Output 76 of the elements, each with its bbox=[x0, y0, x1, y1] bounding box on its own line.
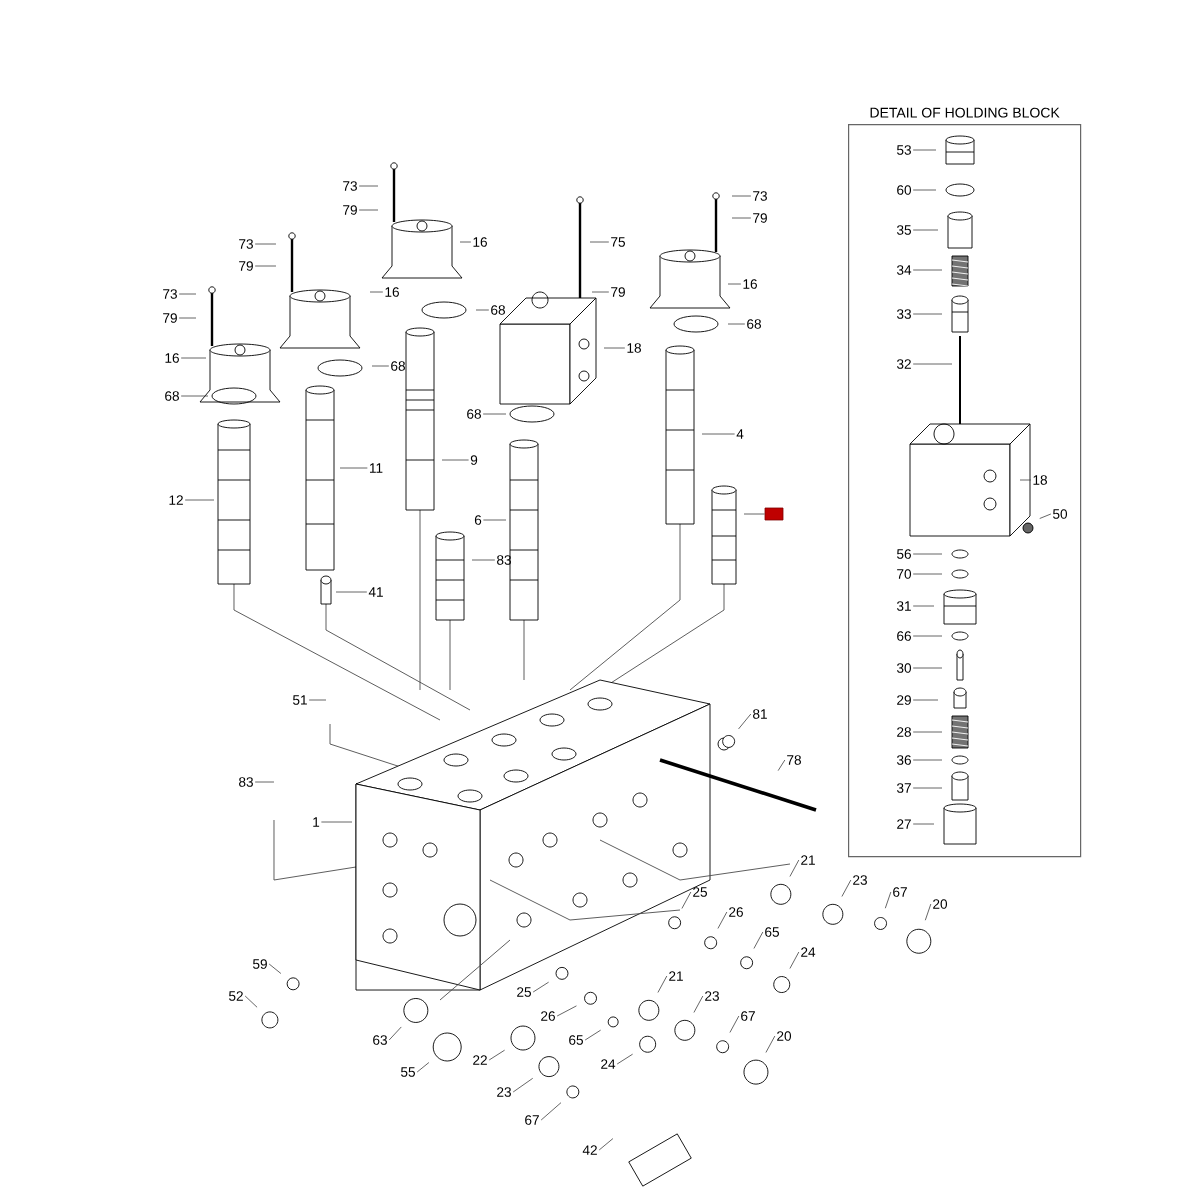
leader-line bbox=[738, 713, 752, 730]
leader-line bbox=[532, 981, 550, 993]
leader-line bbox=[416, 1062, 430, 1073]
leader-line bbox=[598, 1138, 614, 1151]
leader-line bbox=[753, 931, 764, 949]
leader-line bbox=[244, 995, 258, 1008]
leader-line bbox=[912, 269, 943, 271]
leader-line bbox=[591, 291, 610, 293]
leader-line bbox=[912, 731, 943, 733]
leader-line bbox=[731, 195, 752, 197]
leader-line bbox=[512, 1077, 534, 1093]
leader-line bbox=[912, 363, 953, 365]
leader-line bbox=[268, 963, 282, 974]
leader-line bbox=[789, 951, 800, 969]
leader-line bbox=[912, 573, 943, 575]
leader-line bbox=[540, 1102, 562, 1121]
leader-line bbox=[924, 903, 932, 921]
leader-line bbox=[657, 975, 668, 993]
leader-line bbox=[254, 243, 277, 245]
leader-line bbox=[358, 209, 379, 211]
highlight-marker bbox=[764, 507, 784, 521]
leader-line bbox=[589, 241, 610, 243]
leader-line bbox=[184, 499, 215, 501]
leader-line bbox=[369, 291, 384, 293]
leader-line bbox=[388, 1026, 402, 1041]
leader-line bbox=[556, 1005, 577, 1017]
leader-line bbox=[681, 891, 692, 909]
leader-line bbox=[358, 185, 379, 187]
leader-line bbox=[471, 559, 496, 561]
leader-line bbox=[1019, 479, 1032, 481]
leader-line bbox=[488, 1049, 506, 1061]
leader-line bbox=[841, 879, 852, 897]
leader-line bbox=[727, 323, 746, 325]
leader-line bbox=[731, 217, 752, 219]
leader-line bbox=[912, 229, 939, 231]
leader-line bbox=[727, 283, 742, 285]
leader-line bbox=[584, 1029, 602, 1041]
leader-line bbox=[1039, 513, 1052, 519]
leader-line bbox=[717, 911, 728, 929]
leader-line bbox=[459, 241, 472, 243]
leader-line bbox=[339, 467, 368, 469]
leader-line bbox=[180, 357, 207, 359]
leader-line bbox=[912, 189, 937, 191]
leader-line bbox=[180, 395, 209, 397]
leader-line bbox=[701, 433, 736, 435]
leader-line bbox=[371, 365, 390, 367]
leader-line bbox=[178, 317, 197, 319]
leader-line bbox=[616, 1053, 634, 1065]
leader-line bbox=[912, 823, 935, 825]
leader-line bbox=[777, 759, 786, 772]
leader-line bbox=[789, 859, 800, 877]
leader-line bbox=[178, 293, 197, 295]
leader-line bbox=[603, 347, 626, 349]
leader-line bbox=[912, 553, 943, 555]
leader-line bbox=[743, 513, 765, 515]
leader-line bbox=[912, 667, 943, 669]
leader-line bbox=[912, 787, 943, 789]
leader-line bbox=[441, 459, 469, 461]
leader-line bbox=[254, 265, 277, 267]
leader-line bbox=[912, 605, 935, 607]
leader-line bbox=[482, 413, 507, 415]
leader-line bbox=[912, 699, 939, 701]
leader-line bbox=[308, 699, 327, 701]
leader-line bbox=[321, 821, 353, 823]
leader-line bbox=[912, 635, 943, 637]
leader-line bbox=[912, 313, 943, 315]
leader-line bbox=[884, 891, 892, 909]
leader-line bbox=[912, 149, 937, 151]
leader-line bbox=[483, 519, 507, 521]
leader-line bbox=[254, 781, 275, 783]
leader-line bbox=[765, 1035, 776, 1053]
leader-line bbox=[693, 995, 704, 1013]
leader-line bbox=[912, 759, 943, 761]
leader-line bbox=[729, 1015, 740, 1033]
leader-line bbox=[475, 309, 490, 311]
leader-line bbox=[335, 591, 368, 593]
